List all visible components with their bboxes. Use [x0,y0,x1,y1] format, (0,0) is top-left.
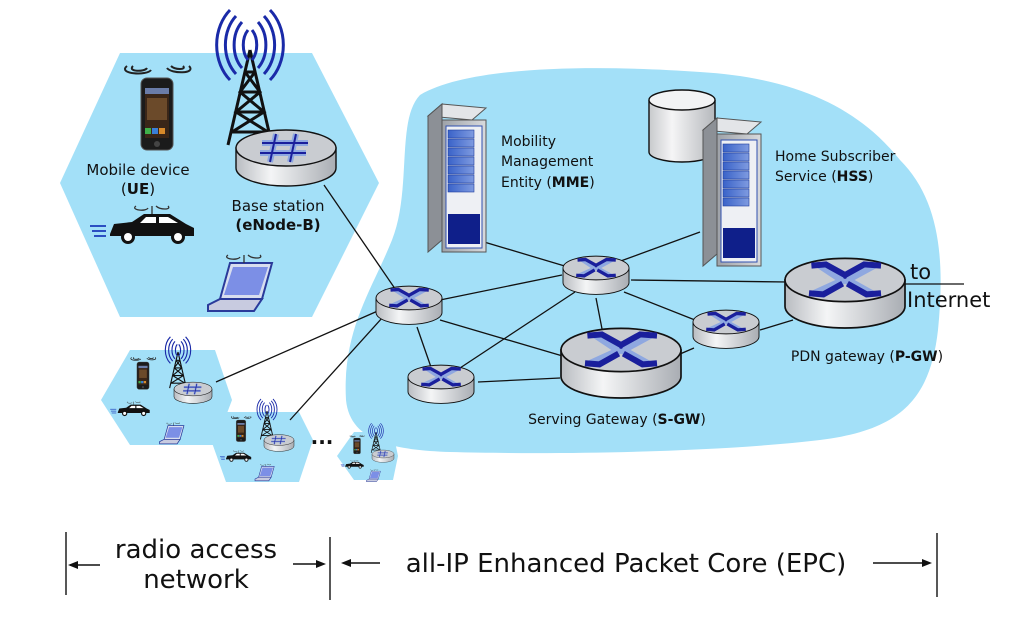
ran-label-line2: network [143,565,249,595]
router-r1-icon [374,284,444,327]
link-r1-r3 [416,326,433,371]
link-smallcell1-r1 [215,309,381,383]
internet-label-line1: to [910,260,931,284]
sgw-label: Serving Gateway (S-GW) [528,412,706,428]
pgw-router-icon [785,258,905,328]
internet-label-line2: Internet [907,288,990,312]
base-station-router-icon [263,433,295,453]
hss-label-line1: Home Subscriber [775,149,896,165]
ran-label-line1: radio access [115,535,277,565]
router-r2-icon [561,254,631,297]
link-enodeb-r1 [323,184,401,297]
hss-server-icon [702,117,762,267]
link-r2-sgw [595,297,604,335]
link-r3-r2 [459,291,576,369]
router-r4-icon [691,308,761,351]
mme-label-line2: Management [501,154,594,170]
link-r1-r2 [439,274,563,301]
link-r3-sgw [477,377,561,383]
mme-label: Mobility [501,134,556,150]
ue-label: Mobile device [86,161,189,179]
database-cylinder-icon [648,89,716,163]
router-r3-icon [406,363,476,406]
links [215,184,964,421]
link-sgw-r4 [679,347,695,355]
epc-span-indicator [341,533,938,597]
link-hss-r2 [617,231,701,263]
ran-span-indicator [65,532,331,600]
hss-label-line2: Service (HSS) [775,169,873,185]
ran-cell-small-3 [337,432,398,480]
base-station-router-icon [371,449,395,464]
sgw-router-icon [561,328,681,398]
enodeb-label: Base station [232,197,325,215]
link-r1-sgw [439,319,567,358]
link-smallcell2-r1 [289,317,383,421]
mme-label-line3: Entity (MME) [501,175,595,191]
link-r2-r4 [623,291,701,323]
mme-server-icon [427,103,487,253]
ue-abbr: (UE) [121,180,155,198]
base-station-router-icon [236,130,336,186]
epc-label: all-IP Enhanced Packet Core (EPC) [406,549,847,579]
ran-main-cell [60,53,379,317]
pgw-label: PDN gateway (P-GW) [791,349,943,365]
more-cells-ellipsis: ... [311,425,334,449]
base-station-router-icon [172,381,214,405]
epc-cloud [345,68,941,454]
ran-cell-small-1 [101,350,232,445]
link-r2-pgw [630,279,789,283]
link-r4-pgw [759,319,794,331]
enodeb-abbr: (eNode-B) [235,216,320,234]
